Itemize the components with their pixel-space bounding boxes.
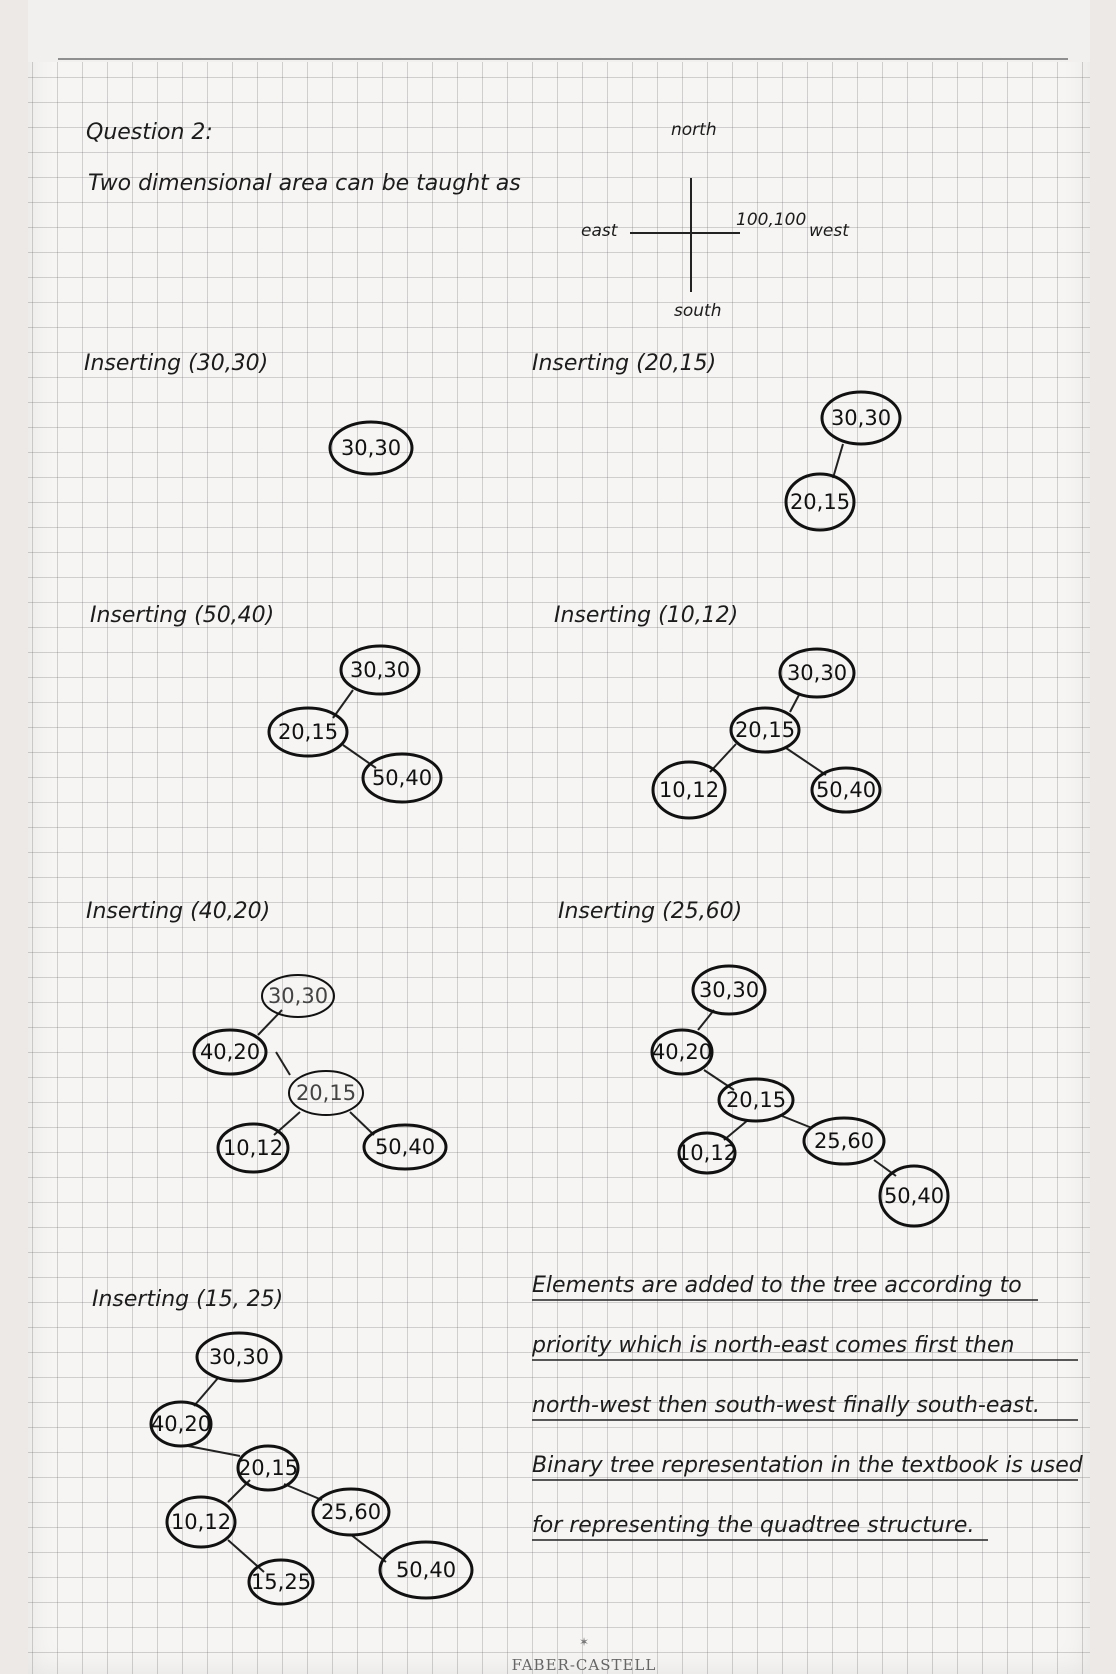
tree-node: 10,12 [651,760,727,820]
question-title: Question 2: [86,120,213,145]
tree-node: 20,15 [729,706,801,754]
svg-text:20,15: 20,15 [790,490,850,514]
compass-diagram: north east 100,100 west south [581,120,850,321]
step-heading: Inserting (50,40) [90,603,274,628]
explanation-line: north-west then south-west finally south… [532,1393,1040,1418]
svg-text:50,40: 50,40 [396,1558,456,1582]
tree-node: 30,30 [328,420,414,476]
step-heading: Inserting (40,20) [86,899,270,924]
tree-node: 50,40 [878,1164,950,1228]
step-insert-40-20: Inserting (40,20) 30,30 40,20 20,15 10,1… [86,899,448,1174]
tree-node: 20,15 [267,706,349,758]
tree-node: 20,15 [288,1070,364,1116]
svg-text:10,12: 10,12 [659,778,719,802]
tree-node: 10,12 [216,1122,290,1174]
svg-text:20,15: 20,15 [735,718,795,742]
explanation-line: Elements are added to the tree according… [532,1273,1022,1298]
svg-text:15,25: 15,25 [251,1570,311,1594]
tree-node: 50,40 [810,766,882,814]
tree-node: 40,20 [149,1400,213,1448]
explanation-line: for representing the quadtree structure. [532,1513,974,1538]
svg-text:20,15: 20,15 [296,1081,356,1105]
svg-text:30,30: 30,30 [209,1345,269,1369]
tree-node: 25,60 [802,1116,886,1166]
tree-node: 40,20 [650,1028,714,1076]
svg-text:50,40: 50,40 [884,1184,944,1208]
compass-north-label: north [671,120,717,140]
step-heading: Inserting (25,60) [558,899,742,924]
tree-node: 10,12 [677,1131,737,1175]
compass-origin-label: 100,100 [736,210,806,230]
tree-node: 10,12 [165,1495,237,1549]
tree-node: 30,30 [778,647,856,699]
tree-node: 20,15 [236,1444,300,1492]
svg-text:20,15: 20,15 [278,720,338,744]
compass-east-label: east [581,221,619,241]
explanation-paragraph: Elements are added to the tree according… [531,1273,1084,1541]
svg-text:30,30: 30,30 [341,436,401,460]
svg-text:40,20: 40,20 [652,1040,712,1064]
step-heading: Inserting (15, 25) [92,1287,283,1312]
svg-text:50,40: 50,40 [375,1135,435,1159]
svg-text:30,30: 30,30 [350,658,410,682]
svg-text:25,60: 25,60 [321,1500,381,1524]
step-insert-30-30: Inserting (30,30) 30,30 [84,351,414,476]
svg-text:10,12: 10,12 [223,1136,283,1160]
svg-text:20,15: 20,15 [238,1456,298,1480]
tree-node: 20,15 [784,472,856,532]
tree-node: 30,30 [339,644,421,696]
tree-node: 30,30 [691,964,767,1016]
intro-text: Two dimensional area can be taught as [88,171,521,196]
page-top-rule [58,58,1068,60]
step-heading: Inserting (20,15) [532,351,716,376]
brand-emblem-icon: ✶ [579,1635,589,1649]
tree-node: 30,30 [820,390,902,446]
step-insert-20-15: Inserting (20,15) 30,30 20,15 [532,351,902,532]
notebook-page: Question 2: Two dimensional area can be … [28,0,1090,1674]
svg-text:50,40: 50,40 [816,778,876,802]
tree-node: 40,20 [192,1028,268,1076]
compass-west-label: west [809,221,850,241]
page-top-band [28,0,1090,62]
explanation-line: Binary tree representation in the textbo… [532,1453,1084,1478]
svg-text:10,12: 10,12 [171,1510,231,1534]
svg-text:20,15: 20,15 [726,1088,786,1112]
step-insert-25-60: Inserting (25,60) 30,30 40,20 20,15 10,1… [558,899,950,1228]
svg-text:50,40: 50,40 [372,766,432,790]
tree-node: 50,40 [378,1540,474,1600]
brand-footer: ✶ FABER-CASTELL [512,1635,657,1674]
step-insert-15-25: Inserting (15, 25) 30,30 40,20 20,15 10,… [92,1287,474,1606]
tree-node: 30,30 [261,974,335,1018]
tree-node: 50,40 [362,1123,448,1171]
step-heading: Inserting (30,30) [84,351,268,376]
tree-node: 30,30 [195,1331,283,1383]
tree-node: 25,60 [311,1487,391,1537]
tree-node: 50,40 [361,752,443,804]
svg-text:25,60: 25,60 [814,1129,874,1153]
tree-node: 20,15 [717,1077,795,1123]
svg-text:40,20: 40,20 [200,1040,260,1064]
svg-text:30,30: 30,30 [699,978,759,1002]
handwriting-layer: Question 2: Two dimensional area can be … [84,120,1084,1674]
svg-text:30,30: 30,30 [787,661,847,685]
brand-logo: FABER-CASTELL [512,1656,657,1674]
svg-text:30,30: 30,30 [268,984,328,1008]
step-heading: Inserting (10,12) [554,603,738,628]
tree-node: 15,25 [247,1558,315,1606]
compass-south-label: south [674,301,721,321]
step-insert-50-40: Inserting (50,40) 30,30 20,15 50,40 [90,603,443,804]
svg-text:10,12: 10,12 [677,1141,737,1165]
svg-text:40,20: 40,20 [151,1412,211,1436]
explanation-line: priority which is north-east comes first… [531,1333,1014,1358]
step-insert-10-12: Inserting (10,12) 30,30 20,15 10,12 50,4… [554,603,882,820]
svg-text:30,30: 30,30 [831,406,891,430]
